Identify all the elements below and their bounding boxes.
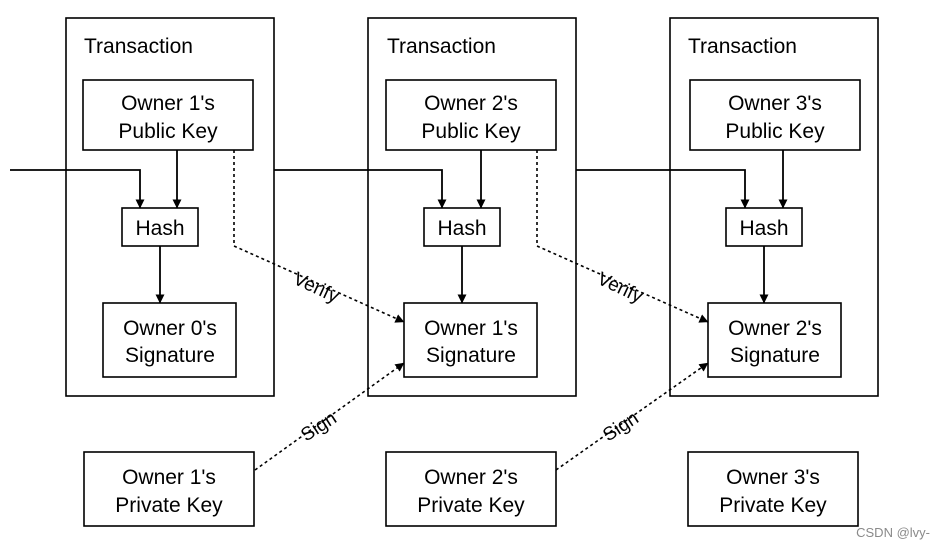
signature-owner-text: Owner 1's <box>424 317 518 340</box>
sign-arrow-1 <box>254 362 405 471</box>
transaction-title: Transaction <box>84 35 193 58</box>
public-key-type-text: Public Key <box>118 120 218 143</box>
sign-arrow-2 <box>555 362 709 471</box>
verify-arrow-2 <box>536 150 709 323</box>
public-key-type-text: Public Key <box>421 120 521 143</box>
watermark-text: CSDN @lvy- <box>856 525 930 540</box>
transaction-block-3: Transaction Owner 3's Public Key Hash Ow… <box>576 17 879 397</box>
signature-type-text: Signature <box>125 344 215 367</box>
transaction-block-2: Transaction Owner 2's Public Key Hash Ow… <box>274 17 577 397</box>
public-key-type-text: Public Key <box>725 120 825 143</box>
private-key-box <box>687 451 859 527</box>
private-key-box <box>385 451 557 527</box>
transaction-title: Transaction <box>688 35 797 58</box>
chain-arrow-2-to-3 <box>576 169 750 209</box>
incoming-chain-arrow <box>10 169 145 209</box>
public-key-box <box>385 79 557 151</box>
private-key-owner-text: Owner 1's <box>122 466 216 489</box>
signature-box <box>707 302 842 378</box>
signature-owner-text: Owner 2's <box>728 317 822 340</box>
verify-label-2: Verify <box>594 268 646 307</box>
private-key-owner-text: Owner 3's <box>726 466 820 489</box>
hash-box <box>725 207 803 247</box>
hash-text: Hash <box>437 217 486 240</box>
chain-arrow-1-to-2 <box>274 169 447 209</box>
public-key-owner-text: Owner 1's <box>121 92 215 115</box>
private-key-box <box>83 451 255 527</box>
private-key-2: Owner 2's Private Key <box>385 451 557 527</box>
private-key-1: Owner 1's Private Key <box>83 451 255 527</box>
signature-type-text: Signature <box>730 344 820 367</box>
signature-type-text: Signature <box>426 344 516 367</box>
transaction-block-1: Transaction Owner 1's Public Key Hash Ow… <box>10 17 275 397</box>
hash-text: Hash <box>739 217 788 240</box>
signature-owner-text: Owner 0's <box>123 317 217 340</box>
hash-box <box>423 207 501 247</box>
private-key-type-text: Private Key <box>115 494 223 517</box>
private-key-3: Owner 3's Private Key <box>687 451 859 527</box>
public-key-box <box>82 79 254 151</box>
private-key-owner-text: Owner 2's <box>424 466 518 489</box>
public-key-box <box>689 79 861 151</box>
verify-arrow-1 <box>233 150 405 323</box>
public-key-owner-text: Owner 3's <box>728 92 822 115</box>
hash-box <box>121 207 199 247</box>
private-key-type-text: Private Key <box>417 494 525 517</box>
signature-box <box>403 302 538 378</box>
signature-box <box>102 302 237 378</box>
transaction-title: Transaction <box>387 35 496 58</box>
verify-label-1: Verify <box>290 268 342 307</box>
hash-text: Hash <box>135 217 184 240</box>
public-key-owner-text: Owner 2's <box>424 92 518 115</box>
private-key-type-text: Private Key <box>719 494 827 517</box>
